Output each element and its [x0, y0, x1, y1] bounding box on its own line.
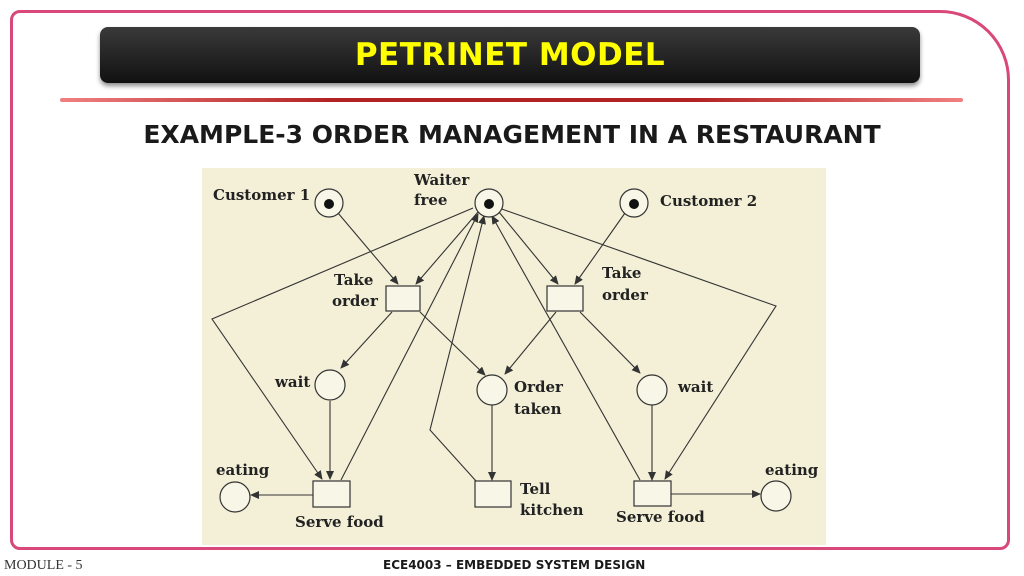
diagram-labels: Customer 1 Waiter free Customer 2 Take o… — [213, 171, 819, 531]
label-eating-l: eating — [216, 461, 270, 479]
place-eating-l — [219, 481, 251, 513]
footer-module: MODULE - 5 — [4, 558, 83, 573]
label-order-taken-line1: Order — [514, 378, 564, 396]
place-wait-r — [636, 374, 668, 406]
label-waiter-free-line2: free — [414, 191, 447, 209]
label-take-order-r-line1: Take — [602, 264, 641, 282]
label-waiter-free-line1: Waiter — [413, 171, 470, 189]
arc-takeorder-l-ordertaken — [419, 311, 486, 376]
arc-takeorder-r-ordertaken — [504, 311, 557, 375]
place-eating-r — [760, 480, 792, 512]
label-take-order-r-line2: order — [602, 286, 649, 304]
place-wait-l — [314, 369, 346, 401]
slide-frame — [10, 10, 1010, 550]
tokens — [324, 199, 639, 209]
place-order-taken — [476, 374, 508, 406]
label-tell-kitchen-line2: kitchen — [520, 501, 584, 519]
petri-net-svg: Customer 1 Waiter free Customer 2 Take o… — [211, 171, 819, 531]
arc-customer2-takeorder-r — [574, 212, 626, 285]
arc-servefood-l-waiter — [340, 213, 479, 481]
token-customer1 — [324, 199, 334, 209]
arc-waiter-takeorder-l — [415, 211, 479, 285]
arc-servefood-r-waiter — [491, 215, 641, 481]
arc-waiter-takeorder-r — [498, 211, 559, 285]
token-waiter-free — [484, 199, 494, 209]
label-wait-l: wait — [274, 373, 310, 391]
arc-takeorder-l-wait-l — [340, 311, 393, 369]
label-customer2: Customer 2 — [660, 192, 757, 210]
slide-subtitle: EXAMPLE-3 ORDER MANAGEMENT IN A RESTAURA… — [143, 120, 881, 149]
title-bar: PETRINET MODEL — [100, 27, 920, 83]
transitions — [312, 285, 672, 508]
slide-title: PETRINET MODEL — [354, 37, 666, 73]
arcs — [211, 207, 777, 499]
transition-serve-food-l — [312, 480, 351, 508]
label-serve-food-l: Serve food — [295, 513, 384, 531]
label-wait-r: wait — [677, 378, 713, 396]
footer-course: ECE4003 – EMBEDDED SYSTEM DESIGN — [383, 558, 646, 572]
transition-take-order-l — [385, 285, 421, 312]
places — [219, 188, 792, 513]
transition-take-order-r — [546, 285, 584, 312]
label-eating-r: eating — [765, 461, 819, 479]
label-order-taken-line2: taken — [514, 400, 562, 418]
title-underline — [60, 98, 963, 102]
arc-waiter-servefood-l — [211, 207, 474, 480]
label-serve-food-r: Serve food — [616, 508, 705, 526]
label-take-order-l-line1: Take — [334, 271, 373, 289]
petri-net-diagram: Customer 1 Waiter free Customer 2 Take o… — [202, 168, 826, 545]
label-customer1: Customer 1 — [213, 186, 310, 204]
transition-tell-kitchen — [474, 480, 512, 508]
label-tell-kitchen-line1: Tell — [520, 480, 551, 498]
arc-customer1-takeorder-l — [337, 212, 399, 285]
arc-tellkitchen-waiter — [429, 215, 486, 482]
arc-waiter-servefood-r — [498, 207, 777, 480]
label-take-order-l-line2: order — [332, 292, 379, 310]
token-customer2 — [629, 199, 639, 209]
arc-takeorder-r-wait-r — [579, 311, 641, 374]
transition-serve-food-r — [633, 480, 672, 507]
